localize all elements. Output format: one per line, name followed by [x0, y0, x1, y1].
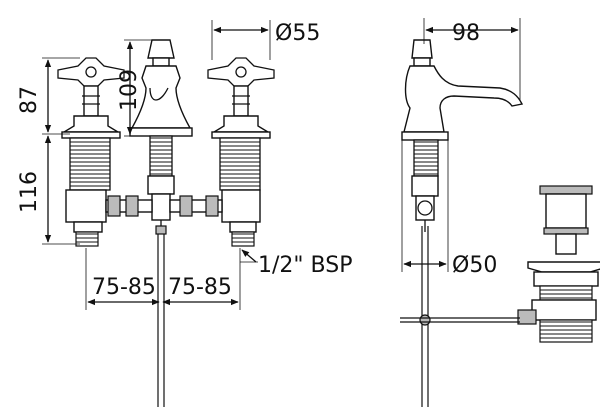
right-valve — [207, 57, 275, 247]
left-valve — [57, 57, 125, 247]
centres-dimension: 75-85 75-85 — [85, 248, 241, 310]
pop-up-waste — [400, 185, 600, 343]
centres-right-label: 75-85 — [168, 275, 232, 300]
side-spout — [401, 39, 524, 407]
spout-height-label: 109 — [117, 69, 142, 111]
spout-height-dimension: 109 — [117, 39, 152, 137]
projection-dimension: 98 — [423, 18, 521, 100]
projection-label: 98 — [452, 21, 480, 46]
height-dimensions: 87 116 — [17, 57, 80, 245]
side-view: 98 Ø50 — [400, 18, 600, 407]
base-diameter-dimension: Ø50 — [401, 140, 497, 278]
base-diameter-label: Ø50 — [452, 253, 497, 278]
bsp-label: 1/2" BSP — [258, 253, 352, 278]
connecting-hoses — [105, 195, 223, 217]
bsp-callout: 1/2" BSP — [240, 249, 352, 278]
centres-left-label: 75-85 — [92, 275, 156, 300]
height-lower-label: 116 — [17, 171, 42, 213]
centre-spout — [129, 39, 193, 407]
spout-diameter-label: Ø55 — [275, 21, 320, 46]
spout-diameter-dimension: Ø55 — [211, 20, 320, 60]
height-upper-label: 87 — [17, 86, 42, 114]
front-view: 87 116 109 Ø55 75-85 75-85 — [17, 20, 352, 407]
